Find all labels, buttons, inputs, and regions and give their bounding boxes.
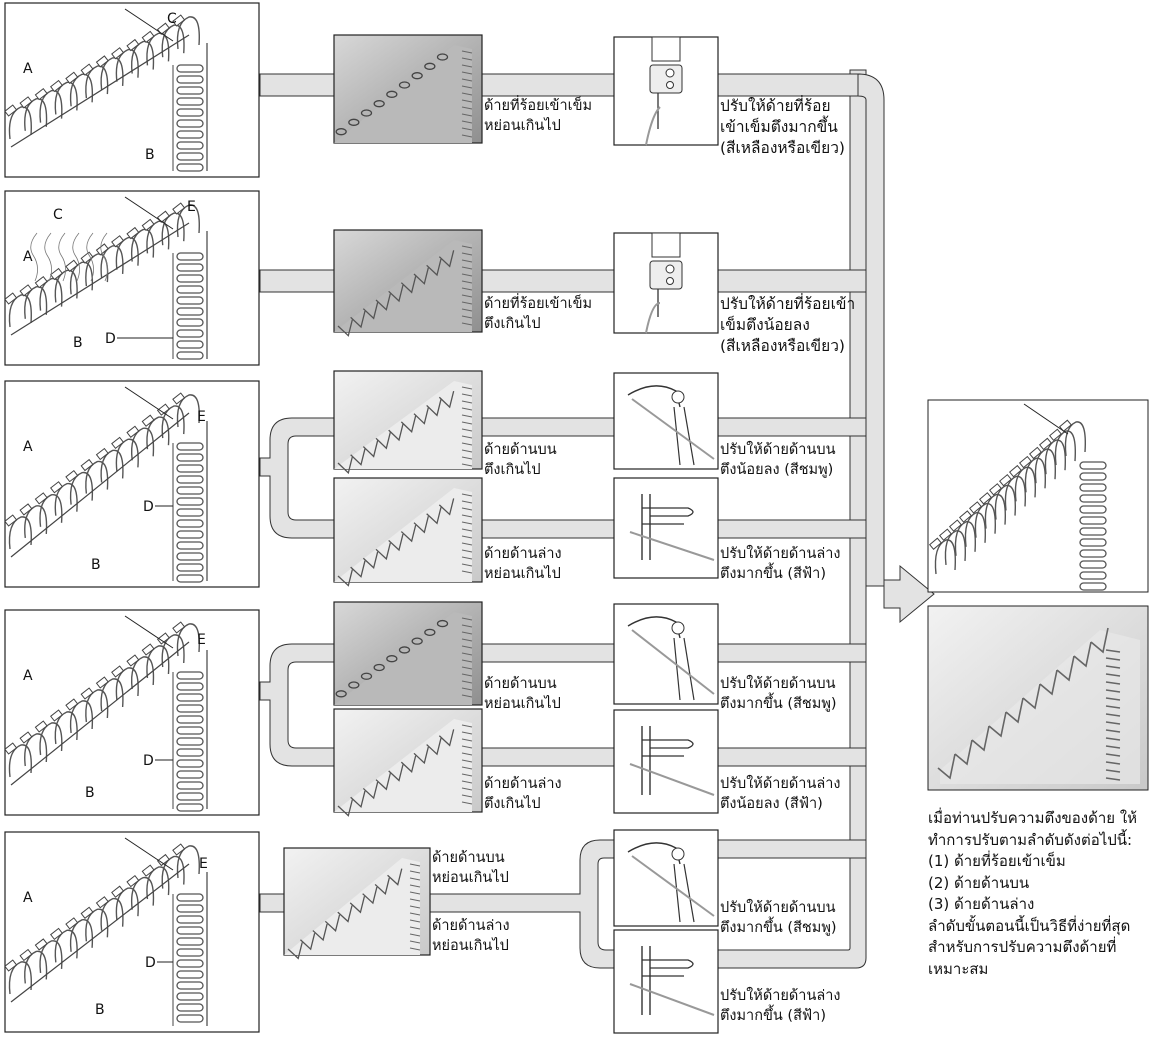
seam-label-D: D bbox=[143, 499, 154, 515]
seam-label-C: C bbox=[167, 11, 177, 27]
seam-label-D: D bbox=[105, 331, 116, 347]
needle-clamp-diagram bbox=[614, 233, 718, 333]
row5-upper-solution-text: ปรับให้ด้ายด้านบน ตึงมากขึ้น (สีชมพู) bbox=[720, 898, 837, 938]
seam-frame bbox=[5, 381, 259, 587]
row4-lower-solution-text: ปรับให้ด้ายด้านล่าง ตึงน้อยลง (สีฟ้า) bbox=[720, 774, 840, 814]
fabric-photo bbox=[284, 848, 430, 958]
fabric-photos bbox=[284, 35, 482, 958]
adjustment-order-note: เมื่อท่านปรับความตึงของด้าย ให้ ทำการปรั… bbox=[928, 808, 1137, 980]
upper-looper-diagram bbox=[614, 830, 718, 926]
seam-label-E: E bbox=[197, 632, 206, 648]
seam-label-B: B bbox=[85, 785, 95, 801]
result-fabric-photo bbox=[928, 606, 1148, 790]
seam-illustration: A B D E bbox=[5, 832, 259, 1032]
flow-arrow bbox=[884, 566, 934, 622]
seam-illustration: A B D E bbox=[5, 381, 259, 587]
row1-solution-text: ปรับให้ด้ายที่ร้อย เข้าเข็มตึงมากขึ้น (ส… bbox=[720, 96, 845, 159]
fabric-photo bbox=[334, 602, 482, 705]
row1-problem-text: ด้ายที่ร้อยเข้าเข็ม หย่อนเกินไป bbox=[484, 96, 592, 136]
tension-diagrams bbox=[614, 37, 718, 1033]
row2-problem-text: ด้ายที่ร้อยเข้าเข็ม ตึงเกินไป bbox=[484, 294, 592, 334]
lower-looper-diagram bbox=[614, 930, 718, 1033]
row4-upper-problem-text: ด้ายด้านบน หย่อนเกินไป bbox=[484, 674, 561, 714]
row5-lower-solution-text: ปรับให้ด้ายด้านล่าง ตึงมากขึ้น (สีฟ้า) bbox=[720, 986, 840, 1026]
seam-label-E: E bbox=[187, 199, 196, 215]
needle-clamp-diagram bbox=[614, 37, 718, 145]
seam-label-B: B bbox=[91, 557, 101, 573]
fabric-photo bbox=[334, 709, 482, 816]
row2-solution-text: ปรับให้ด้ายที่ร้อยเข้า เข็มตึงน้อยลง (สี… bbox=[720, 294, 855, 357]
row3-lower-solution-text: ปรับให้ด้ายด้านล่าง ตึงมากขึ้น (สีฟ้า) bbox=[720, 544, 840, 584]
lower-looper-diagram bbox=[614, 478, 718, 578]
seam-frame bbox=[5, 610, 259, 815]
seam-label-E: E bbox=[197, 409, 206, 425]
seam-label-B: B bbox=[145, 147, 155, 163]
row4-lower-problem-text: ด้ายด้านล่าง ตึงเกินไป bbox=[484, 774, 562, 814]
seam-label-A: A bbox=[23, 668, 33, 684]
main-trunk bbox=[714, 70, 866, 968]
row4-upper-solution-text: ปรับให้ด้ายด้านบน ตึงมากขึ้น (สีชมพู) bbox=[720, 674, 837, 714]
seam-label-A: A bbox=[23, 61, 33, 77]
upper-looper-diagram bbox=[614, 373, 718, 469]
row3-upper-solution-text: ปรับให้ด้ายด้านบน ตึงน้อยลง (สีชมพู) bbox=[720, 440, 835, 480]
seam-illustration: A B D E bbox=[5, 610, 259, 815]
fabric-photo bbox=[334, 478, 482, 586]
upper-looper-diagram bbox=[614, 604, 718, 704]
fabric-photo bbox=[334, 35, 482, 143]
fabric-photo bbox=[334, 230, 482, 336]
seam-label-C: C bbox=[53, 207, 63, 223]
seam-illustration: A B C bbox=[5, 3, 259, 177]
result-seam-diagram bbox=[928, 400, 1148, 592]
seam-label-B: B bbox=[73, 335, 83, 351]
seam-label-A: A bbox=[23, 439, 33, 455]
seam-label-B: B bbox=[95, 1002, 105, 1018]
seam-label-D: D bbox=[143, 753, 154, 769]
fabric-photo bbox=[334, 371, 482, 473]
seam-label-D: D bbox=[145, 955, 156, 971]
seam-frame bbox=[5, 832, 259, 1032]
seam-label-E: E bbox=[199, 856, 208, 872]
row3-upper-problem-text: ด้ายด้านบน ตึงเกินไป bbox=[484, 440, 557, 480]
seam-label-A: A bbox=[23, 890, 33, 906]
row5-upper-problem-text: ด้ายด้านบน หย่อนเกินไป bbox=[432, 848, 509, 888]
lower-looper-diagram bbox=[614, 710, 718, 813]
row3-lower-problem-text: ด้ายด้านล่าง หย่อนเกินไป bbox=[484, 544, 562, 584]
row5-lower-problem-text: ด้ายด้านล่าง หย่อนเกินไป bbox=[432, 916, 510, 956]
